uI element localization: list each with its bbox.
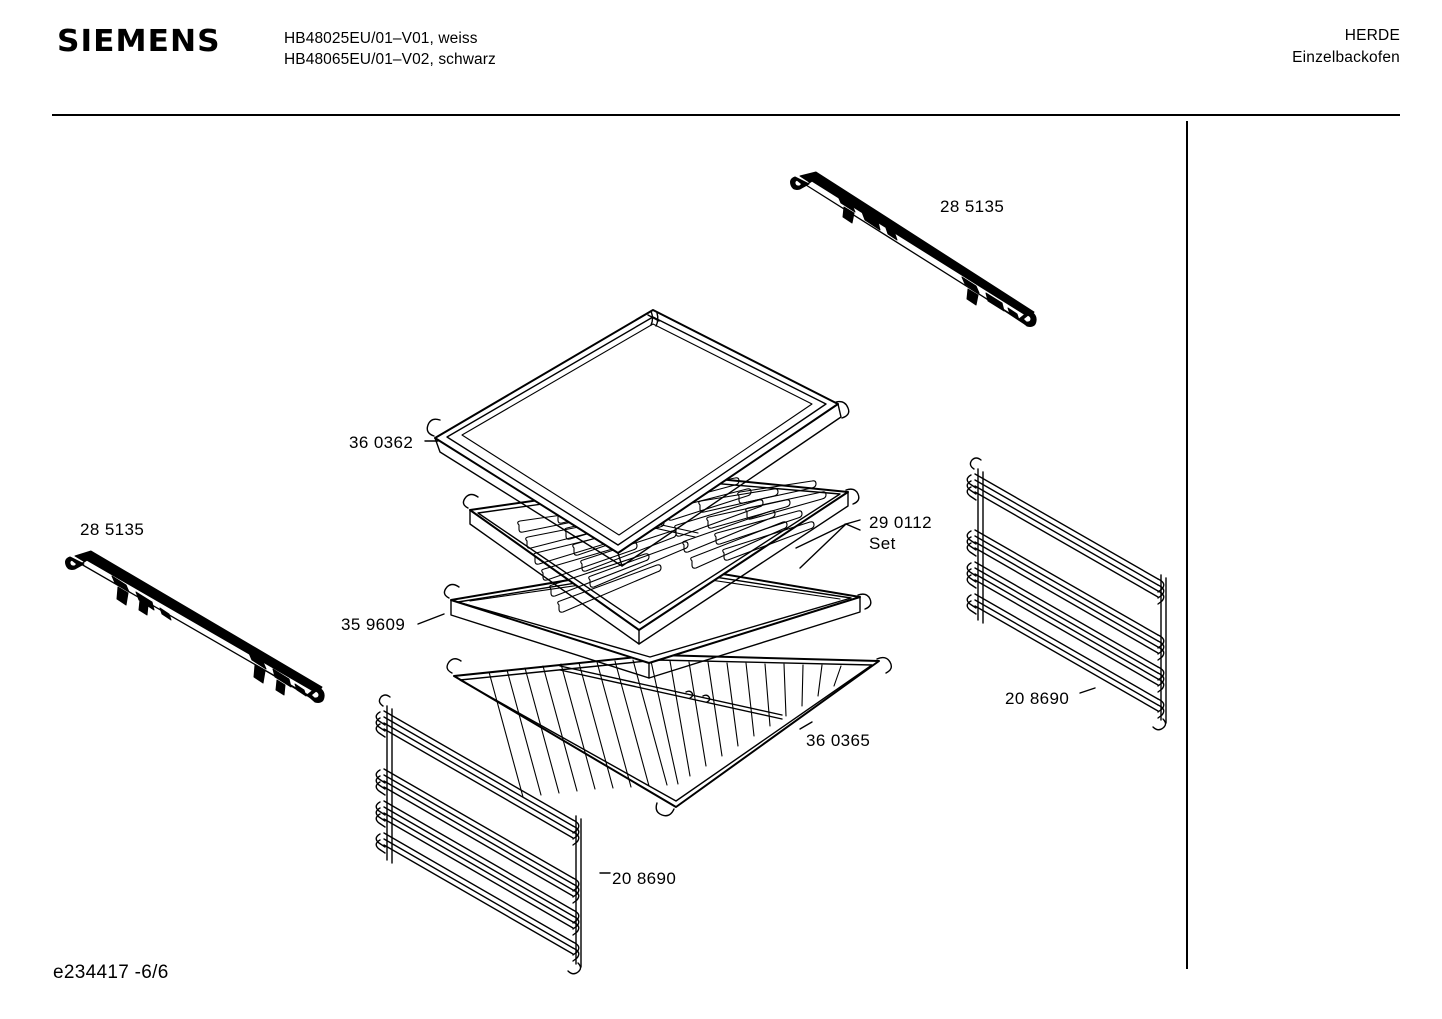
part-rail-left <box>65 550 325 703</box>
callout-rail-left: 28 5135 <box>80 519 144 540</box>
part-grill-insert <box>462 476 860 645</box>
header-divider-line <box>52 114 1400 116</box>
callout-deep-pan-number: 35 9609 <box>341 615 406 634</box>
category-label: HERDE <box>1344 27 1400 44</box>
model-line-2: HB48065EU/01–V02, schwarz <box>284 51 496 68</box>
callout-rail-left-number: 28 5135 <box>80 520 145 539</box>
callout-grill-insert-number: 29 0112 <box>869 513 932 532</box>
callout-side-rack-left: 20 8690 <box>612 868 676 889</box>
model-line-1: HB48025EU/01–V01, weiss <box>284 30 478 47</box>
category-block: HERDE Einzelbackofen <box>1292 25 1400 69</box>
model-list: HB48025EU/01–V01, weiss HB48065EU/01–V02… <box>284 28 496 70</box>
vertical-divider-line <box>1186 121 1188 969</box>
callout-side-rack-left-number: 20 8690 <box>612 869 677 888</box>
callout-grill-insert: 29 0112 Set <box>869 512 932 554</box>
callout-baking-tray: 36 0362 <box>349 432 413 453</box>
siemens-logo: SIEMENS <box>57 24 221 59</box>
callout-side-rack-right: 20 8690 <box>1005 688 1069 709</box>
part-side-rack-left <box>375 694 582 975</box>
callout-rail-top-number: 28 5135 <box>940 197 1005 216</box>
callout-side-rack-right-number: 20 8690 <box>1005 689 1070 708</box>
callout-baking-tray-number: 36 0362 <box>349 433 414 452</box>
subcategory-label: Einzelbackofen <box>1292 49 1400 66</box>
document-code: e234417 -6/6 <box>53 962 169 983</box>
leader-lines <box>417 440 1096 874</box>
part-deep-pan <box>443 563 872 679</box>
callout-deep-pan: 35 9609 <box>341 614 405 635</box>
callout-rail-top: 28 5135 <box>940 196 1004 217</box>
callout-grill-insert-note: Set <box>869 534 896 553</box>
callout-wire-rack: 36 0365 <box>806 730 870 751</box>
callout-wire-rack-number: 36 0365 <box>806 731 871 750</box>
part-baking-tray <box>426 309 850 567</box>
